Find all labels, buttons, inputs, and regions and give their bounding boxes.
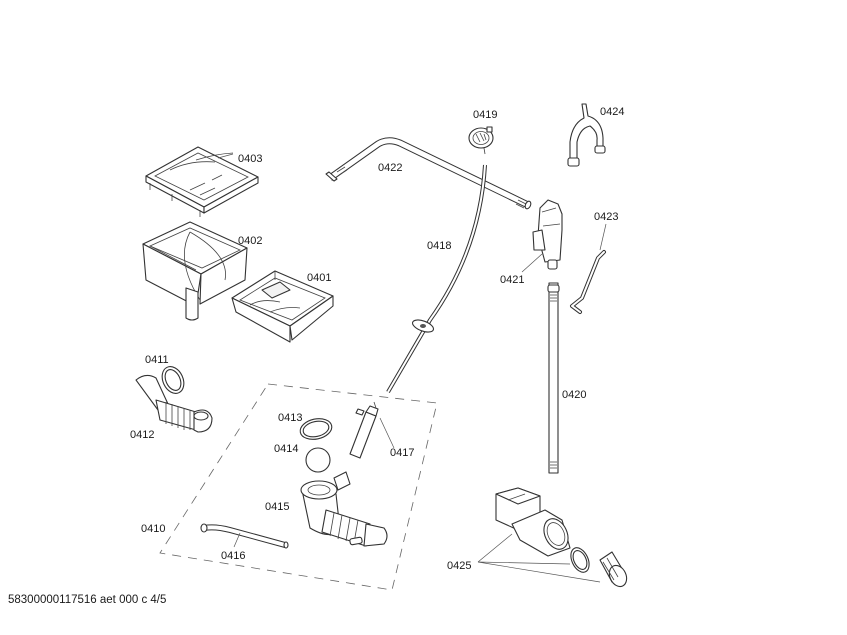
group-0410-boundary [159,383,438,591]
part-0412[interactable] [135,374,213,433]
label-0417: 0417 [390,447,414,459]
part-0416[interactable] [200,523,289,549]
label-0416: 0416 [221,550,245,562]
label-0412: 0412 [130,429,154,441]
label-0415: 0415 [265,501,289,513]
label-0410: 0410 [141,523,165,535]
part-0417[interactable] [349,401,379,459]
part-0420[interactable] [547,282,560,474]
part-0419[interactable] [468,126,494,155]
leader-0421 [521,253,543,273]
leader-0423 [599,223,607,251]
part-0422[interactable] [325,137,532,210]
part-0413[interactable] [298,416,333,442]
label-0420: 0420 [562,389,586,401]
part-0411[interactable] [158,363,188,397]
label-0418: 0418 [427,240,451,252]
label-0411: 0411 [145,354,169,366]
label-0419: 0419 [473,109,497,121]
label-0403: 0403 [238,153,262,165]
leader-0416 [233,532,241,548]
label-0423: 0423 [594,211,618,223]
footer-document-code: 58300000117516 aet 000 c 4/5 [8,594,167,606]
label-0413: 0413 [278,412,302,424]
label-0424: 0424 [600,106,624,118]
leader-0425-c [477,561,601,583]
leader-0425-b [477,561,571,565]
part-0423[interactable] [570,250,606,314]
label-0401: 0401 [307,272,331,284]
part-0402[interactable] [142,221,248,321]
part-0415[interactable] [300,471,388,547]
part-0414[interactable] [305,447,331,473]
label-0421: 0421 [500,274,524,286]
part-0421[interactable] [532,199,563,270]
part-0424[interactable] [567,103,606,167]
part-0425[interactable] [495,487,630,589]
label-0422: 0422 [378,162,402,174]
part-0403[interactable] [145,146,259,217]
part-0418[interactable] [386,164,487,394]
leader-0425-a [477,533,513,563]
part-0401[interactable] [231,270,334,343]
leader-0403 [217,153,234,159]
leader-0417 [379,417,395,449]
label-0402: 0402 [238,235,262,247]
label-0425: 0425 [447,560,471,572]
label-0414: 0414 [274,443,298,455]
